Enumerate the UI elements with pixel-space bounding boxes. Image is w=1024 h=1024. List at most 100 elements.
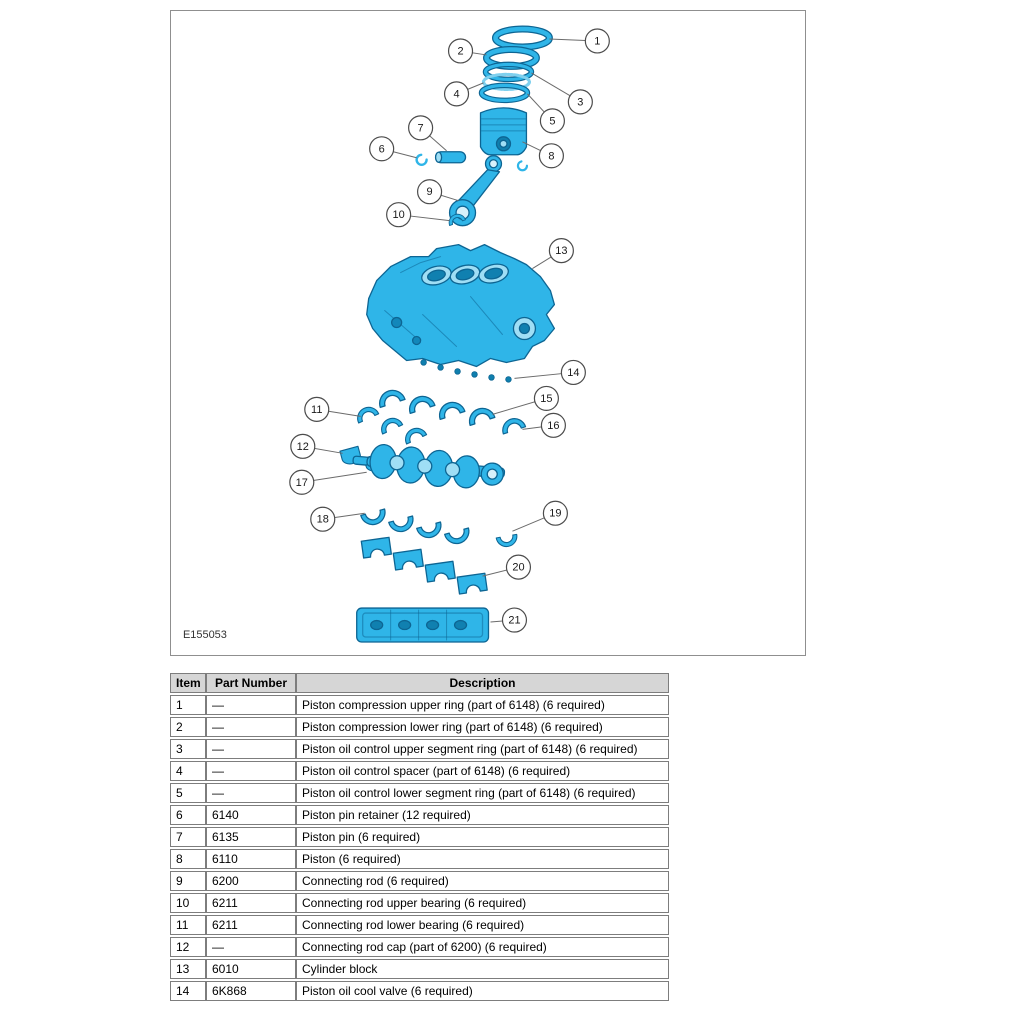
piston-pin-retainers-art [415,153,529,172]
callout-number: 14 [567,367,579,379]
cylinder-block-art [366,243,556,368]
item-cell: 12 [170,937,206,957]
callout-circle [447,38,474,64]
callout-21: 21 [490,607,528,633]
description-cell: Connecting rod cap (part of 6200) (6 req… [296,937,669,957]
callout-number: 9 [427,186,433,198]
callout-15: 15 [492,385,559,415]
header-part-number: Part Number [206,673,296,693]
callout-circle [417,179,443,205]
crankshaft-art [352,443,506,489]
description-cell: Piston oil control spacer (part of 6148)… [296,761,669,781]
callout-10: 10 [386,202,450,228]
part-number-cell: 6110 [206,849,296,869]
callout-circle [542,500,568,526]
figure-code: E155053 [183,629,227,641]
callout-number: 21 [508,615,520,627]
callout-3: 3 [531,72,593,115]
callout-number: 5 [549,115,555,127]
item-cell: 9 [170,871,206,891]
part-number-cell: — [206,937,296,957]
callout-number: 18 [317,514,329,526]
callout-number: 10 [393,209,405,221]
table-row: 1—Piston compression upper ring (part of… [170,695,669,715]
description-cell: Cylinder block [296,959,669,979]
crankshaft-bearing-16-art [499,415,527,435]
table-row: 5—Piston oil control lower segment ring … [170,783,669,803]
thrust-washer-art [495,533,520,549]
callout-number: 17 [296,477,308,489]
callout-circle [386,202,412,228]
description-cell: Connecting rod (6 required) [296,871,669,891]
callout-circle [290,433,316,459]
part-number-cell: — [206,739,296,759]
callout-number: 1 [594,35,600,47]
part-number-cell: 6010 [206,959,296,979]
callout-number: 7 [418,122,424,134]
callout-20: 20 [482,554,532,580]
bedplate-art [356,607,490,643]
piston-pin-art [434,151,467,164]
callout-number: 12 [297,441,309,453]
callout-number: 3 [577,96,583,108]
callout-number: 20 [512,562,524,574]
description-cell: Piston compression lower ring (part of 6… [296,717,669,737]
callout-16: 16 [522,412,566,438]
description-cell: Connecting rod lower bearing (6 required… [296,915,669,935]
description-cell: Piston pin (6 required) [296,827,669,847]
callout-circle [408,115,434,141]
callout-circle [584,28,610,54]
callout-circle [548,238,574,264]
callout-7: 7 [408,115,447,152]
connecting-rod-lower-bearings-art [353,403,428,445]
callout-circle [443,81,470,107]
part-number-cell: 6140 [206,805,296,825]
item-cell: 5 [170,783,206,803]
callout-circle [501,607,528,633]
piston-oil-cool-valves-art [420,359,512,383]
table-row: 2—Piston compression lower ring (part of… [170,717,669,737]
item-cell: 8 [170,849,206,869]
main-bearing-caps-art [360,536,488,595]
callout-number: 2 [457,45,463,57]
item-cell: 4 [170,761,206,781]
piston-oil-control-rings-art [478,61,535,104]
callout-circle [310,506,336,532]
description-cell: Piston pin retainer (12 required) [296,805,669,825]
callout-circle [533,385,559,411]
description-cell: Piston (6 required) [296,849,669,869]
callout-number: 16 [547,420,559,432]
callout-circle [567,89,593,115]
header-item: Item [170,673,206,693]
parts-table-body: 1—Piston compression upper ring (part of… [170,695,669,1001]
item-cell: 10 [170,893,206,913]
table-row: 4—Piston oil control spacer (part of 614… [170,761,669,781]
callout-circle [538,143,564,169]
part-number-cell: — [206,783,296,803]
item-cell: 13 [170,959,206,979]
item-cell: 1 [170,695,206,715]
description-cell: Piston oil control upper segment ring (p… [296,739,669,759]
engine-artwork [339,25,556,643]
callout-circle [289,469,315,495]
callout-11: 11 [304,396,361,422]
item-cell: 7 [170,827,206,847]
description-cell: Piston oil control lower segment ring (p… [296,783,669,803]
table-row: 12—Connecting rod cap (part of 6200) (6 … [170,937,669,957]
parts-table: Item Part Number Description 1—Piston co… [170,671,669,1003]
callout-number: 19 [549,508,561,520]
part-number-cell: — [206,717,296,737]
description-cell: Connecting rod upper bearing (6 required… [296,893,669,913]
part-number-cell: 6211 [206,893,296,913]
item-cell: 6 [170,805,206,825]
callout-13: 13 [532,238,574,270]
